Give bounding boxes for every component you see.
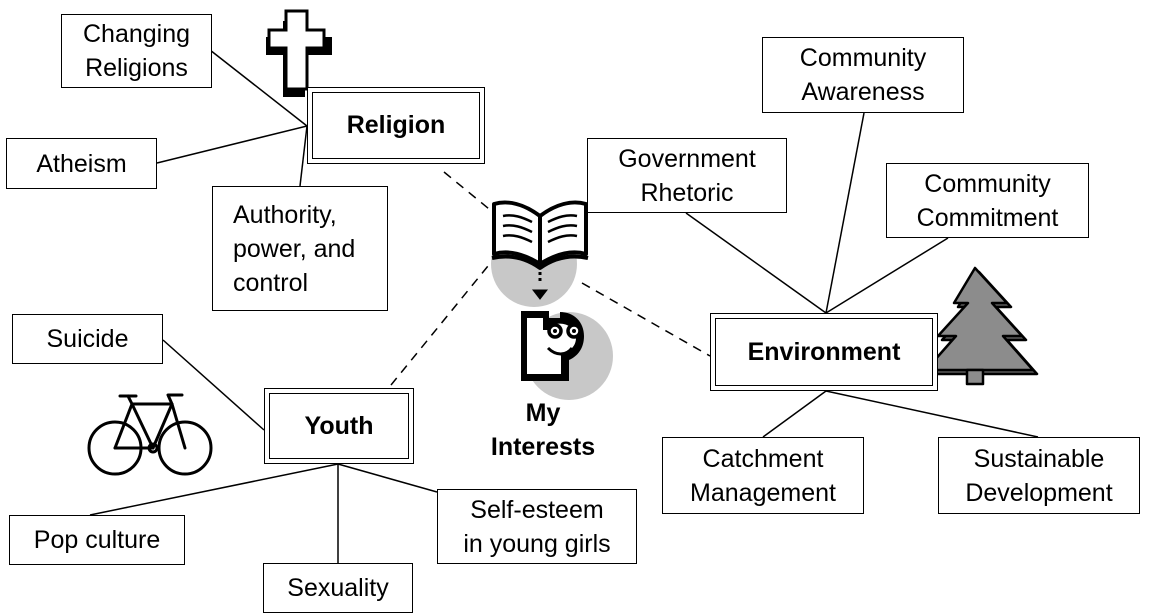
cross-icon: [266, 9, 332, 97]
topic-sexuality: Sexuality: [263, 563, 413, 613]
topic-suicide: Suicide: [12, 314, 163, 364]
down-arrow-icon: [531, 272, 549, 300]
line-env-sustainable: [825, 390, 1039, 438]
hub-youth-label: Youth: [269, 393, 409, 459]
pine-tree-icon: [924, 266, 1039, 386]
line-env-government: [685, 212, 827, 314]
hub-religion: Religion: [307, 87, 485, 164]
line-youth-selfesteem: [337, 463, 438, 493]
dash-religion: [443, 171, 495, 214]
topic-sustainable-development: Sustainable Development: [938, 437, 1140, 514]
topic-catchment-management: Catchment Management: [662, 437, 864, 514]
line-youth-suicide: [162, 339, 265, 431]
topic-authority: Authority, power, and control: [212, 186, 388, 311]
line-env-awareness: [825, 112, 865, 314]
bicycle-icon: [87, 393, 213, 476]
line-religion-changing: [209, 49, 308, 127]
line-religion-atheism: [156, 125, 308, 164]
hub-religion-label: Religion: [312, 92, 480, 159]
topic-community-commitment: Community Commitment: [886, 163, 1089, 238]
open-book-icon: [491, 200, 589, 270]
dash-environment: [581, 282, 711, 357]
line-env-catchment: [762, 390, 827, 438]
topic-government-rhetoric: Government Rhetoric: [587, 138, 787, 213]
topic-self-esteem: Self-esteem in young girls: [437, 489, 637, 564]
topic-pop-culture: Pop culture: [9, 515, 185, 565]
reader-face-icon: [521, 311, 584, 381]
center-label: My Interests: [490, 399, 596, 461]
hub-environment: Environment: [710, 313, 938, 391]
line-youth-pop: [89, 463, 339, 516]
dash-youth: [390, 265, 489, 386]
topic-atheism: Atheism: [6, 138, 157, 189]
line-religion-authority: [299, 125, 308, 187]
topic-changing-religions: Changing Religions: [61, 14, 212, 88]
topic-community-awareness: Community Awareness: [762, 37, 964, 113]
hub-environment-label: Environment: [715, 318, 933, 386]
hub-youth: Youth: [264, 388, 414, 464]
line-env-commitment: [825, 237, 949, 314]
